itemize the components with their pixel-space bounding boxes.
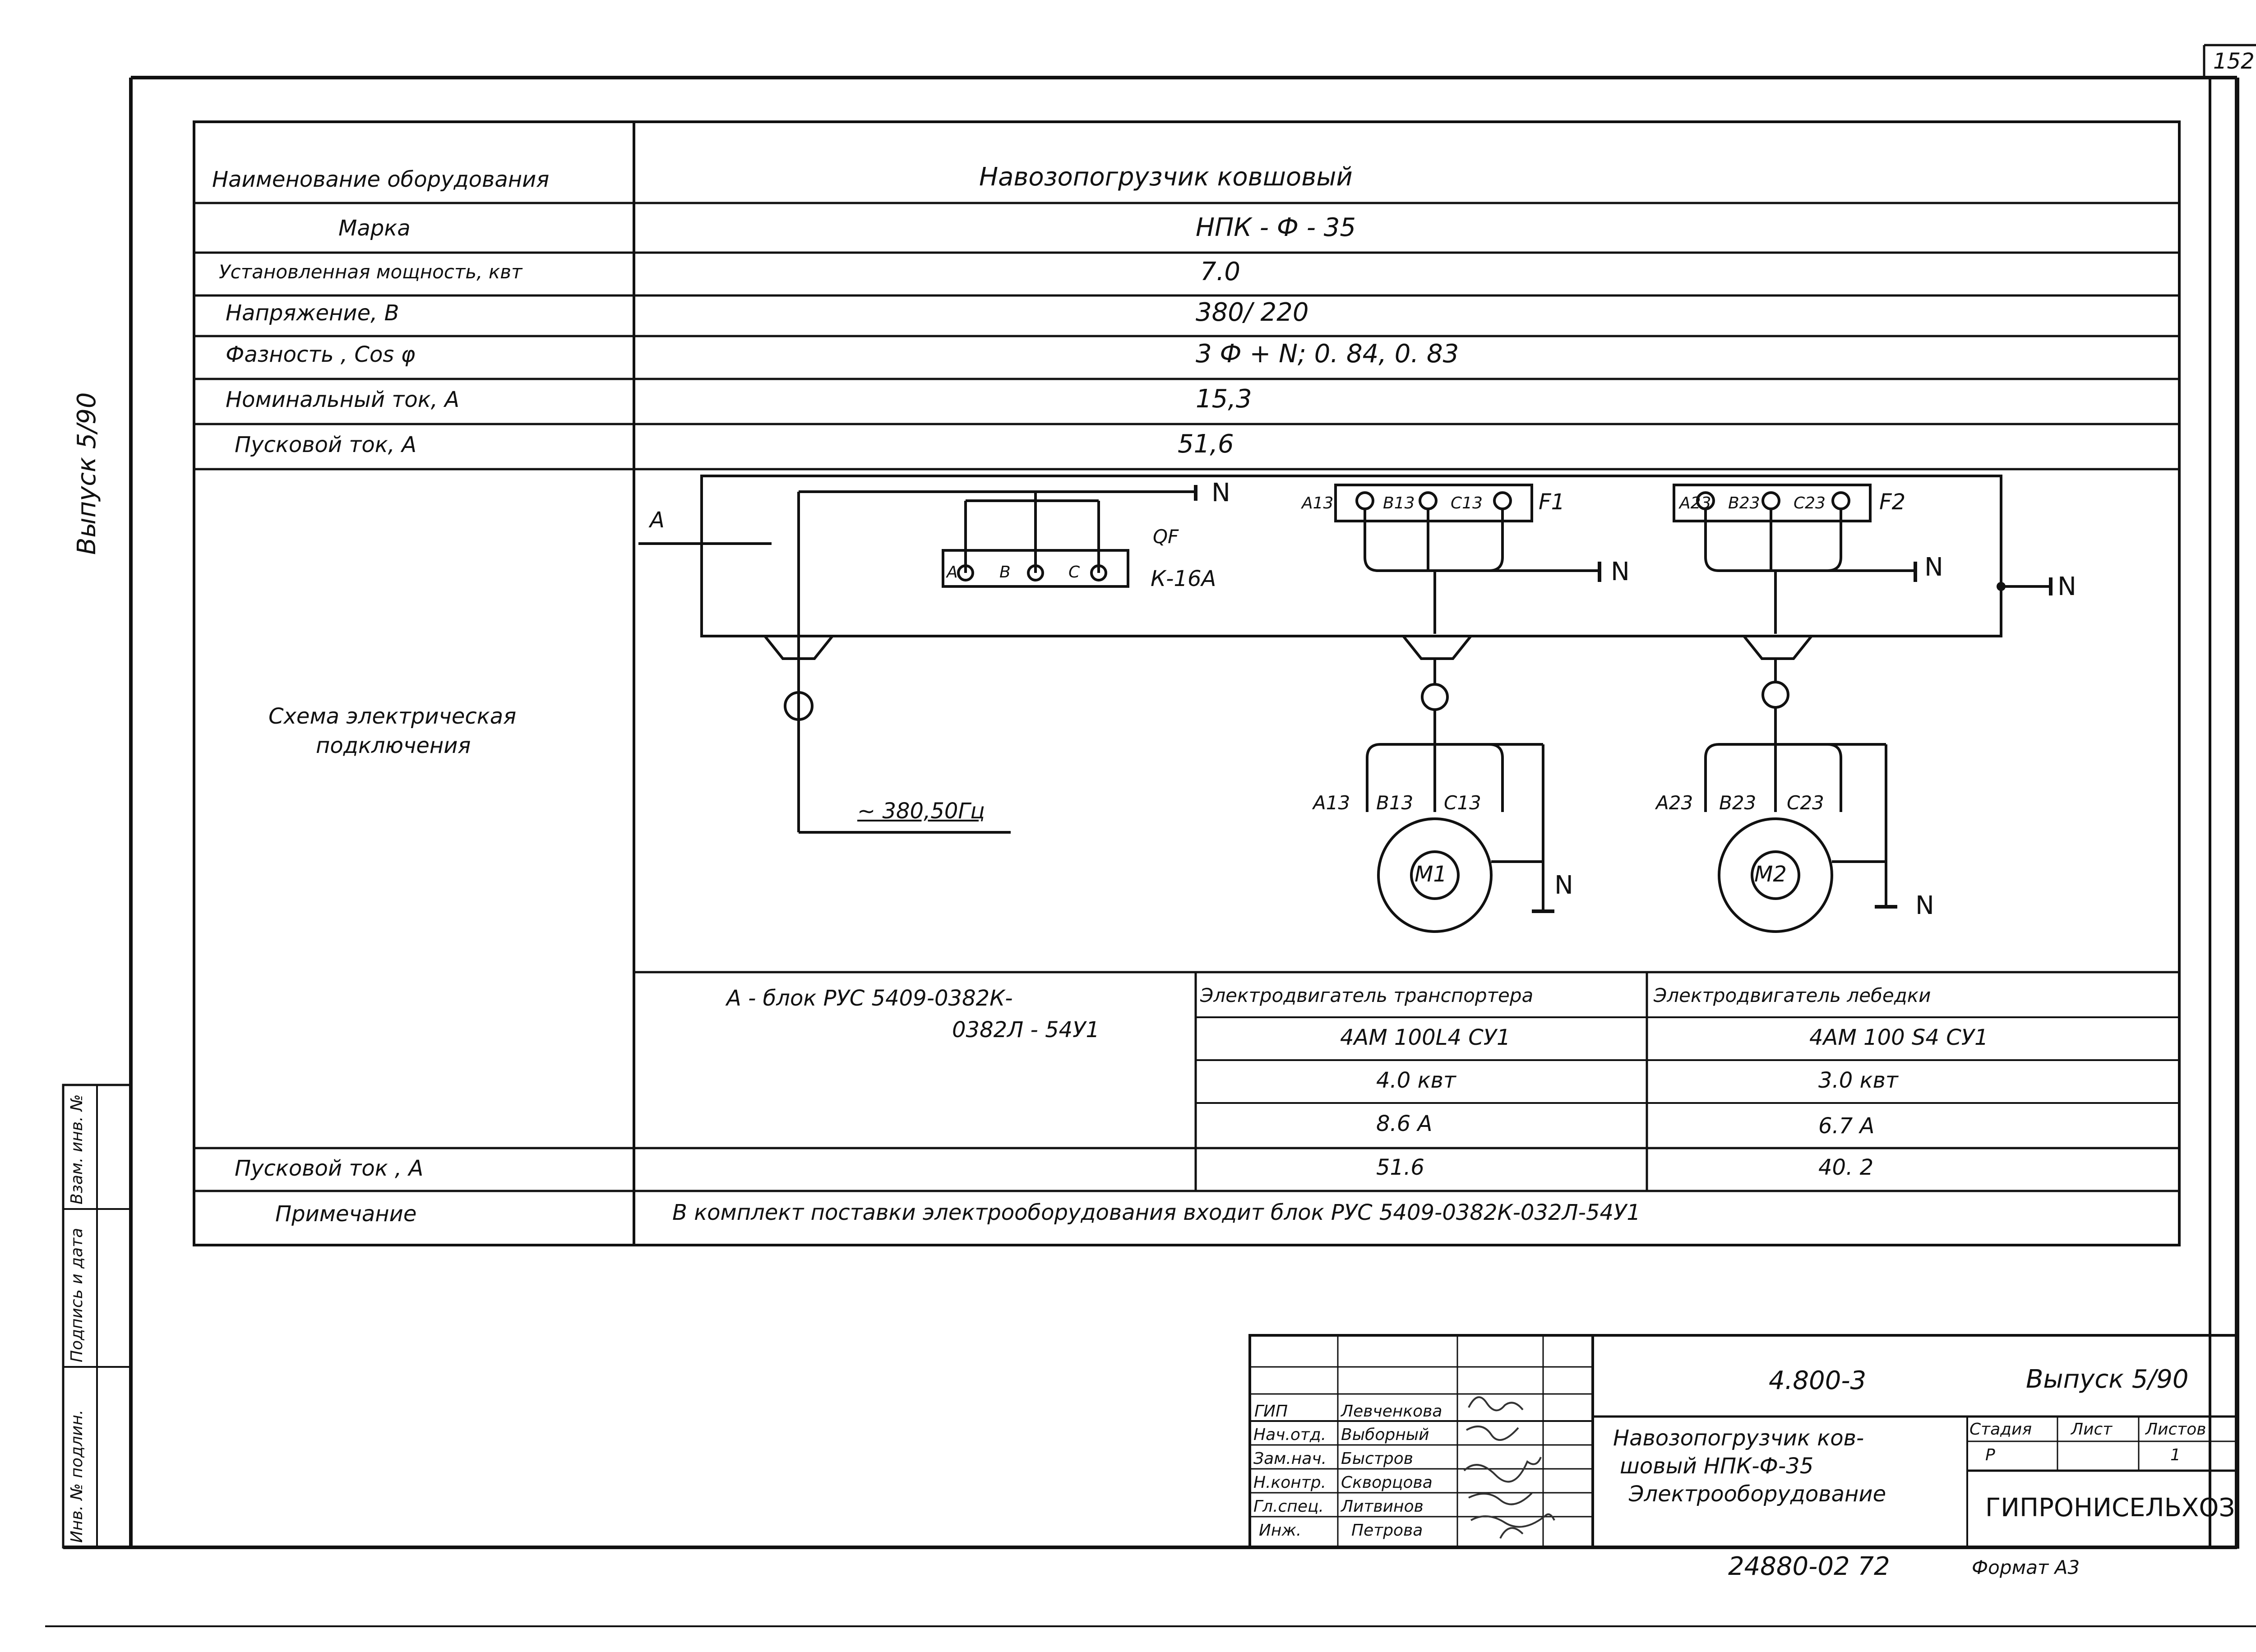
- title-line-2: шовый НПК-Ф-35: [1620, 1454, 1814, 1479]
- motor1-current: 8.6 А: [1376, 1111, 1433, 1136]
- role-head-dept: Нач.отд.: [1253, 1426, 1327, 1444]
- motor2-type: 4АМ 100 S4 СУ1: [1809, 1025, 1988, 1050]
- note-label: Примечание: [275, 1201, 417, 1227]
- motor1-power: 4.0 квт: [1376, 1068, 1456, 1093]
- scheme-n-m2: N: [1915, 891, 1934, 920]
- row-value-power: 7.0: [1200, 257, 1241, 286]
- role-norm-control: Н.контр.: [1253, 1473, 1327, 1492]
- role-engineer: Инж.: [1259, 1521, 1302, 1540]
- qf-terminal-a: А: [947, 563, 958, 581]
- motor1-start: 51.6: [1376, 1155, 1424, 1180]
- name-litvinov: Литвинов: [1341, 1497, 1424, 1516]
- row-value-phase: 3 Ф + N; 0. 84, 0. 83: [1196, 339, 1459, 369]
- name-vybornyi: Выборный: [1341, 1426, 1429, 1444]
- row-label-phase: Фазность , Cos φ: [226, 342, 416, 367]
- scheme-n-external: N: [2057, 572, 2076, 601]
- scheme-input-a: А: [650, 508, 665, 533]
- sheets-header: Листов: [2145, 1420, 2206, 1439]
- scheme-n-f2: N: [1924, 553, 1943, 582]
- motor2-power: 3.0 квт: [1818, 1068, 1898, 1093]
- side-issue-label: Выпуск 5/90: [72, 392, 102, 555]
- scheme-f1: F1: [1539, 489, 1565, 515]
- row-value-start-current: 51,6: [1178, 429, 1234, 459]
- title-issue: Выпуск 5/90: [2026, 1365, 2189, 1394]
- name-skvortsova: Скворцова: [1341, 1473, 1433, 1492]
- role-deputy: Зам.нач.: [1253, 1449, 1327, 1468]
- motor1-header: Электродвигатель транспортера: [1200, 984, 1534, 1006]
- footer-format: Формат А3: [1972, 1556, 2080, 1578]
- m1-terminal-a: А13: [1313, 792, 1350, 814]
- sheet-header: Лист: [2071, 1420, 2113, 1439]
- row-value-brand: НПК - Ф - 35: [1196, 213, 1356, 242]
- signatures: [1463, 1396, 1555, 1539]
- m2-terminal-a: А23: [1656, 792, 1693, 814]
- scheme-n-f1: N: [1611, 557, 1630, 586]
- name-levchenkova: Левченкова: [1341, 1402, 1442, 1421]
- row-label-equipment: Наименование оборудования: [212, 167, 550, 192]
- block-label: А - блок РУС 5409-0382К-: [726, 986, 1013, 1011]
- scheme-f2: F2: [1879, 489, 1906, 515]
- m1-terminal-b: В13: [1376, 792, 1414, 814]
- stage-header: Стадия: [1969, 1420, 2032, 1439]
- m2-terminal-b: В23: [1719, 792, 1757, 814]
- f2-terminal-b: В23: [1728, 494, 1760, 512]
- motor2-current: 6.7 А: [1818, 1113, 1875, 1139]
- page-number: 152: [2213, 49, 2255, 74]
- block-label-2: 0382Л - 54У1: [952, 1017, 1100, 1043]
- row-value-nominal-current: 15,3: [1196, 384, 1252, 414]
- doc-code: 4.800-3: [1769, 1366, 1867, 1395]
- scheme-n-m1: N: [1554, 871, 1573, 900]
- name-petrova: Петрова: [1351, 1521, 1423, 1540]
- m1-terminal-c: С13: [1444, 792, 1481, 814]
- motor2-header: Электродвигатель лебедки: [1654, 984, 1931, 1006]
- scheme-n-top: N: [1211, 478, 1230, 508]
- note-value: В комплект поставки электрооборудования …: [672, 1200, 1641, 1225]
- f1-terminal-a: А13: [1302, 494, 1334, 512]
- row-label-nominal-current: Номинальный ток, А: [226, 387, 460, 412]
- motor2-start: 40. 2: [1818, 1155, 1874, 1180]
- sheets-value: 1: [2170, 1446, 2181, 1464]
- row-label-voltage: Напряжение, В: [226, 300, 399, 326]
- scheme-qf: QF: [1153, 526, 1179, 548]
- f2-terminal-c: С23: [1794, 494, 1826, 512]
- stage-value: Р: [1985, 1446, 1995, 1464]
- scheme-label-line2: подключения: [316, 733, 471, 758]
- qf-terminal-b: В: [999, 563, 1011, 581]
- motor-m1-label: М1: [1415, 862, 1447, 887]
- row-label-start-current: Пусковой ток, А: [235, 432, 417, 457]
- motor1-type: 4АМ 100L4 СУ1: [1340, 1025, 1511, 1050]
- row-label-brand: Марка: [338, 216, 411, 241]
- title-line-1: Навозопогрузчик ков-: [1613, 1426, 1864, 1451]
- row-value-voltage: 380/ 220: [1196, 298, 1309, 327]
- f1-terminal-c: С13: [1451, 494, 1483, 512]
- role-chief-spec: Гл.спец.: [1253, 1497, 1324, 1516]
- name-bystrov: Быстров: [1341, 1449, 1413, 1468]
- role-gip: ГИП: [1254, 1402, 1288, 1421]
- org-name: ГИПРОНИСЕЛЬХОЗ: [1985, 1493, 2235, 1523]
- row-label-power: Установленная мощность, квт: [219, 261, 522, 283]
- scheme-breaker: К-16А: [1151, 566, 1216, 591]
- f2-terminal-a: А23: [1679, 494, 1711, 512]
- scheme-label-line1: Схема электрическая: [268, 704, 517, 729]
- scheme-supply: ~ 380,50Гц: [857, 798, 985, 824]
- qf-terminal-c: С: [1068, 563, 1080, 581]
- start-current-label: Пусковой ток , А: [235, 1156, 424, 1181]
- stamp-inv-replacement: Взам. инв. №: [68, 1094, 86, 1204]
- motor-m2-label: М2: [1754, 862, 1787, 887]
- stamp-signature-date: Подпись и дата: [68, 1227, 86, 1362]
- footer-number: 24880-02 72: [1728, 1552, 1890, 1581]
- f1-terminal-b: В13: [1383, 494, 1415, 512]
- title-line-3: Электрооборудование: [1629, 1481, 1886, 1507]
- m2-terminal-c: С23: [1787, 792, 1824, 814]
- row-value-equipment: Навозопогрузчик ковшовый: [979, 162, 1353, 192]
- stamp-inv-original: Инв. № подлин.: [68, 1409, 86, 1543]
